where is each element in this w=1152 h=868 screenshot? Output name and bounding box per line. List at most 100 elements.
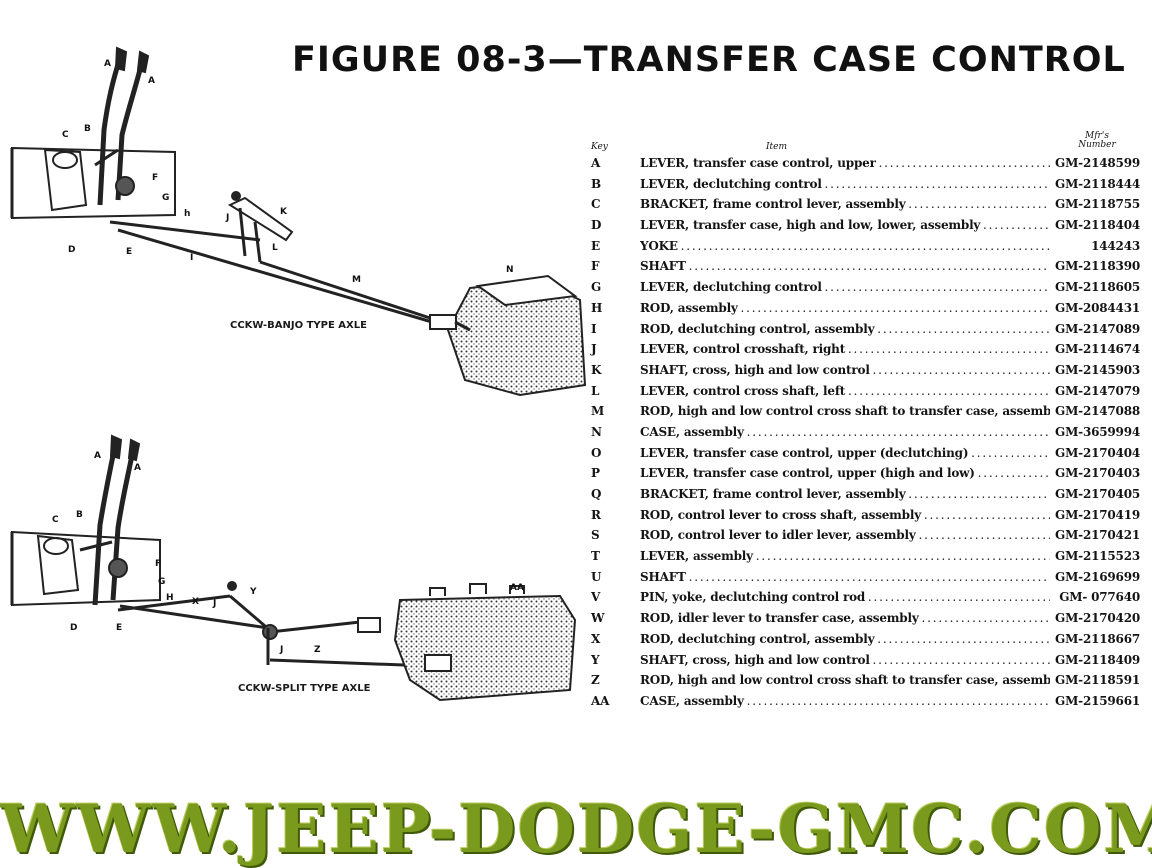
row-number: GM-2084431 — [1055, 300, 1140, 315]
row-item: LEVER, transfer case control, upper (hig… — [640, 466, 1050, 480]
row-key: H — [591, 300, 603, 315]
row-number: GM-2118755 — [1055, 197, 1140, 212]
row-key: K — [591, 362, 602, 377]
row-item: SHAFT — [640, 259, 1050, 273]
table-row: EYOKE144243 — [588, 239, 1140, 260]
row-key: J — [591, 342, 597, 357]
row-item: CASE, assembly — [640, 425, 1050, 439]
row-key: F — [591, 259, 600, 274]
banjo-axle-assembly — [10, 46, 587, 397]
label-top-e: E — [126, 247, 132, 257]
row-number: GM-2147088 — [1055, 404, 1140, 419]
row-number: GM-2170403 — [1055, 466, 1140, 481]
row-number: GM-2118404 — [1055, 218, 1140, 233]
table-row: B LEVER, declutching control GM-2118444 — [588, 177, 1140, 198]
row-number: GM-2170420 — [1055, 611, 1140, 626]
row-item: ROD, control lever to cross shaft, assem… — [640, 508, 1050, 522]
row-key: AA — [591, 693, 610, 708]
row-number: GM-2170419 — [1055, 507, 1140, 522]
label-top-h: h — [184, 209, 190, 219]
row-key: Z — [591, 673, 600, 688]
row-item: LEVER, assembly — [640, 549, 1050, 563]
label-top-j: J — [225, 213, 229, 223]
label-top-m: M — [352, 275, 361, 285]
header-item: Item — [766, 142, 788, 152]
row-key: G — [591, 280, 602, 295]
row-key: A — [591, 156, 601, 170]
row-number: GM- 077640 — [1059, 590, 1140, 605]
table-row: F SHAFT GM-2118390 — [588, 259, 1140, 280]
label-bottom-e: E — [116, 623, 122, 633]
label-top-l: L — [272, 243, 278, 253]
label-top-c: C — [62, 130, 69, 140]
label-top-a1: A — [104, 59, 111, 69]
row-key: C — [591, 197, 601, 212]
label-top-b: B — [84, 124, 91, 134]
row-number: GM-2118444 — [1055, 176, 1140, 191]
row-number: GM-2169699 — [1055, 569, 1140, 584]
figure-title: FIGURE 08-3—TRANSFER CASE CONTROL — [292, 40, 1126, 80]
row-key: O — [591, 445, 602, 460]
row-item: ROD, declutching control, assembly — [640, 322, 1050, 336]
label-bottom-j2: J — [279, 645, 283, 655]
row-item: ROD, high and low control cross shaft to… — [640, 673, 1050, 687]
row-item: LEVER, declutching control — [640, 177, 1050, 191]
row-number: GM-2145903 — [1055, 362, 1140, 377]
row-item: LEVER, transfer case control, upper — [640, 156, 1050, 170]
row-number: GM-2115523 — [1055, 549, 1140, 564]
row-number: GM-2118409 — [1055, 652, 1140, 667]
row-number: GM-3659994 — [1055, 424, 1140, 439]
row-number: GM-2170404 — [1055, 445, 1140, 460]
row-number: GM-2118667 — [1055, 631, 1140, 646]
row-number: GM-2148599 — [1055, 156, 1140, 170]
label-top-g: G — [162, 193, 169, 203]
row-number: GM-2118591 — [1055, 673, 1140, 688]
label-bottom-c: C — [52, 515, 59, 525]
label-bottom-j1: J — [212, 599, 216, 609]
row-key: E — [591, 238, 600, 253]
row-number: GM-2118605 — [1055, 280, 1140, 295]
row-number: GM-2114674 — [1055, 342, 1140, 357]
row-key: R — [591, 507, 601, 522]
row-item: LEVER, control cross shaft, left — [640, 384, 1050, 398]
row-item: YOKE — [640, 239, 1050, 253]
label-top-f: F — [152, 173, 158, 183]
row-key: B — [591, 176, 601, 191]
row-key: W — [591, 611, 605, 626]
row-number: GM-2118390 — [1055, 259, 1140, 274]
row-number: GM-2170421 — [1055, 528, 1140, 543]
table-row: A LEVER, transfer case control, upper GM-2… — [588, 156, 1140, 177]
label-top-i: I — [190, 253, 193, 263]
table-row: D LEVER, transfer case, high and low, low… — [588, 218, 1140, 239]
label-bottom-b: B — [76, 510, 83, 520]
split-axle-assembly — [10, 434, 577, 702]
table-row: C BRACKET, frame control lever, assembly G… — [588, 197, 1140, 218]
table-row: N CASE, assembly GM-3659994 — [588, 425, 1140, 446]
row-key: N — [591, 424, 602, 439]
label-top-d: D — [68, 245, 75, 255]
row-item: SHAFT, cross, high and low control — [640, 653, 1050, 667]
row-item: LEVER, transfer case, high and low, lowe… — [640, 218, 1050, 232]
row-item: BRACKET, frame control lever, assembly — [640, 197, 1050, 211]
table-row: J LEVER, control crosshaft, right GM-21146… — [588, 342, 1140, 363]
row-key: D — [591, 218, 602, 233]
row-item: SHAFT, cross, high and low control — [640, 363, 1050, 377]
row-item: LEVER, declutching control — [640, 280, 1050, 294]
split-axle-caption: CCKW-SPLIT TYPE AXLE — [238, 683, 371, 694]
row-item: CASE, assembly — [640, 694, 1050, 708]
row-item: LEVER, control crosshaft, right — [640, 342, 1050, 356]
transfer-case-control-diagram: A A B C F G D E h J K L I M N A A B C F … — [10, 46, 587, 702]
label-top-n: N — [506, 265, 514, 275]
row-number: GM-2147089 — [1055, 321, 1140, 336]
row-item: ROD, declutching control, assembly — [640, 632, 1050, 646]
